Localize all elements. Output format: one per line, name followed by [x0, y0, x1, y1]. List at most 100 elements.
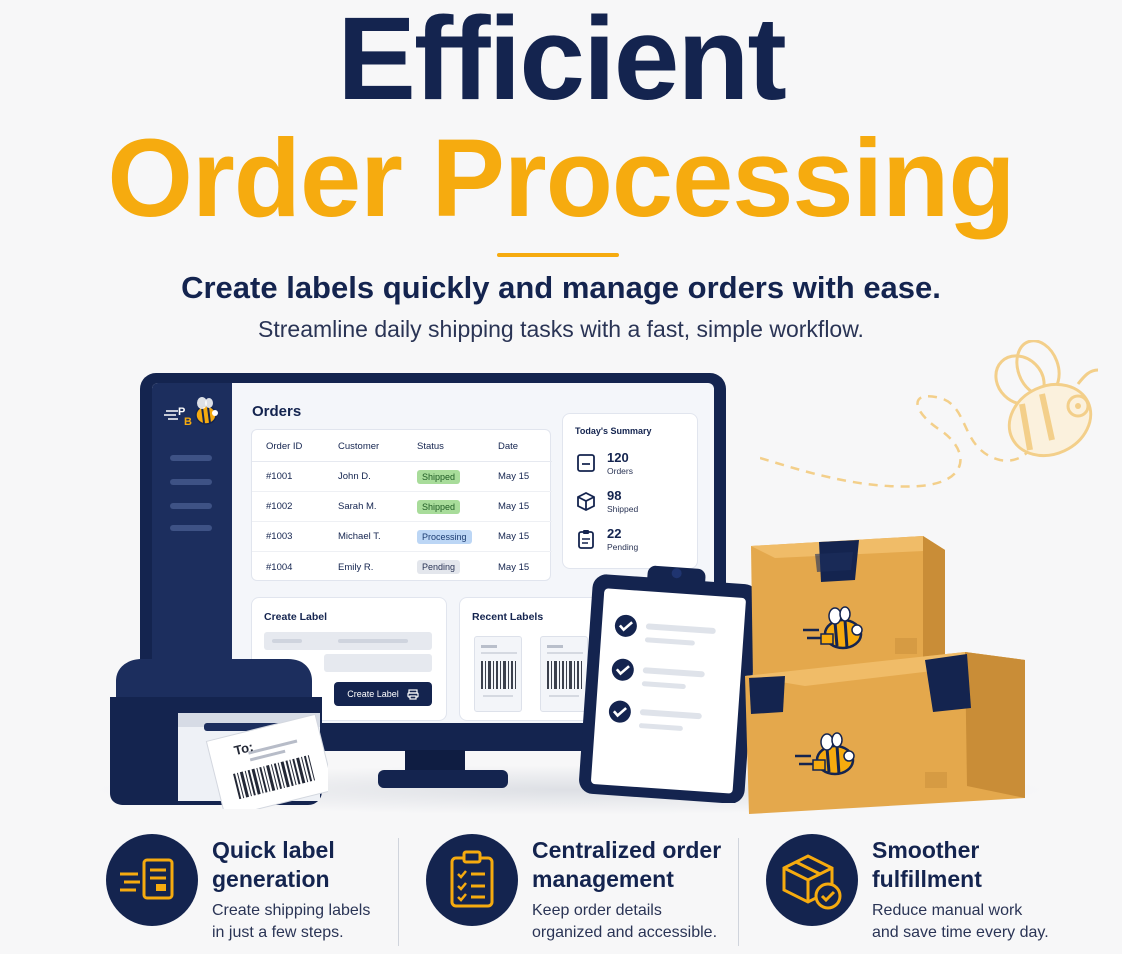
- feature-description: Create shipping labels in just a few ste…: [212, 900, 422, 944]
- box-check-icon: [782, 854, 842, 910]
- feature-title: Smoother fulfillment: [872, 836, 1072, 894]
- order-id: #1003: [266, 531, 293, 542]
- column-header[interactable]: Customer: [338, 441, 380, 452]
- status-badge: Shipped: [417, 469, 461, 484]
- sidebar-item[interactable]: [170, 525, 212, 531]
- hero-title-line2: Order Processing: [107, 117, 1015, 240]
- bee-illustration-icon: [760, 340, 1099, 488]
- barcode-icon: [481, 645, 517, 697]
- feature-desc-line: Reduce manual work: [872, 902, 1023, 919]
- orders-heading: Orders: [252, 403, 302, 420]
- feature-desc-line: in just a few steps.: [212, 924, 344, 941]
- customer-name: Sarah M.: [338, 501, 377, 512]
- summary-value: 120: [607, 450, 629, 465]
- feature-title-line: management: [532, 866, 674, 892]
- todays-summary-card: Today's Summary 120 Orders 98 Shipped: [562, 413, 698, 569]
- order-date: May 15: [498, 471, 530, 482]
- barcode-icon: [547, 645, 583, 697]
- summary-label: Shipped: [607, 504, 639, 514]
- label-printer-icon: [110, 659, 328, 809]
- recent-labels-panel: Recent Labels: [459, 597, 605, 721]
- svg-text:P: P: [178, 406, 185, 418]
- sidebar-item[interactable]: [170, 503, 212, 509]
- feature-title: Quick label generation: [212, 836, 412, 894]
- feature-title-line: Centralized order: [532, 837, 722, 863]
- monitor-base: [378, 770, 508, 788]
- status-badge: Shipped: [417, 499, 461, 514]
- feature-desc-line: and save time every day.: [872, 924, 1049, 941]
- label-icon: [120, 858, 174, 900]
- customer-name: Michael T.: [338, 531, 381, 542]
- order-id: #1004: [266, 561, 293, 573]
- feature-icon-circle: [766, 834, 858, 926]
- orders-table: Order ID Customer Status Date #1001 John…: [251, 429, 552, 582]
- app-main: Orders Order ID Customer Status Date #10…: [232, 383, 714, 723]
- feature-title-line: Smoother: [872, 837, 980, 863]
- recent-labels-title: Recent Labels: [472, 611, 544, 623]
- recent-label-thumbnail[interactable]: [474, 636, 522, 712]
- feature-description: Keep order details organized and accessi…: [532, 900, 742, 944]
- column-header[interactable]: Order ID: [266, 441, 303, 452]
- customer-name: Emily R.: [338, 561, 374, 573]
- table-header: Order ID Customer Status Date: [252, 432, 552, 462]
- feature-desc-line: organized and accessible.: [532, 924, 718, 941]
- feature-title-line: fulfillment: [872, 866, 982, 892]
- feature-desc-line: Create shipping labels: [212, 902, 371, 919]
- feature-quick-label: Quick label generation Create shipping l…: [106, 832, 398, 952]
- feature-description: Reduce manual work and save time every d…: [872, 900, 1082, 944]
- checklist-icon: [450, 850, 494, 908]
- feature-title-line: generation: [212, 866, 330, 892]
- feature-title: Centralized order management: [532, 836, 732, 894]
- inbox-icon: [577, 454, 595, 472]
- column-header[interactable]: Status: [417, 441, 444, 452]
- feature-icon-circle: [106, 834, 198, 926]
- hero-subtitle: Create labels quickly and manage orders …: [181, 270, 941, 305]
- create-label-button[interactable]: Create Label: [334, 682, 432, 706]
- feature-smoother-fulfillment: Smoother fulfillment Reduce manual work …: [766, 832, 1066, 952]
- package-icon: [577, 491, 595, 512]
- sidebar-item[interactable]: [170, 455, 212, 461]
- feature-desc-line: Keep order details: [532, 902, 662, 919]
- order-date: May 15: [498, 531, 530, 542]
- field-placeholder-line: [272, 639, 302, 643]
- field-placeholder-line: [338, 639, 408, 643]
- clipboard-checklist-icon: [579, 565, 759, 803]
- status-badge: Pending: [417, 560, 461, 574]
- create-label-panel: Create Label Create Label: [251, 597, 447, 721]
- hero-title-line1: Efficient: [337, 0, 787, 125]
- summary-value: 98: [607, 488, 622, 503]
- table-row[interactable]: #1001 John D. Shipped May 15: [252, 462, 552, 492]
- form-field[interactable]: [324, 654, 432, 672]
- order-date: May 15: [498, 561, 530, 573]
- summary-title: Today's Summary: [575, 426, 652, 436]
- feature-divider: [738, 838, 739, 946]
- printer-icon: [407, 688, 419, 700]
- customer-name: John D.: [338, 471, 371, 482]
- hero-tagline: Streamline daily shipping tasks with a f…: [258, 316, 864, 342]
- svg-text:B: B: [184, 416, 192, 428]
- recent-label-thumbnail[interactable]: [540, 636, 588, 712]
- table-row[interactable]: #1004 Emily R. Pending May 15: [252, 552, 552, 582]
- feature-centralized-management: Centralized order management Keep order …: [426, 832, 726, 952]
- summary-item: 22 Pending: [575, 526, 695, 560]
- order-date: May 15: [498, 501, 530, 512]
- column-header[interactable]: Date: [498, 441, 519, 452]
- feature-divider: [398, 838, 399, 946]
- feature-icon-circle: [426, 834, 518, 926]
- sidebar-item[interactable]: [170, 479, 212, 485]
- feature-title-line: Quick label: [212, 837, 335, 863]
- title-divider: [497, 253, 619, 257]
- summary-value: 22: [607, 526, 622, 541]
- summary-label: Orders: [607, 466, 633, 476]
- order-id: #1002: [266, 501, 293, 512]
- bee-logo-icon: P B: [164, 397, 218, 428]
- create-label-title: Create Label: [264, 611, 328, 623]
- summary-item: 120 Orders: [575, 450, 695, 484]
- clipboard-icon: [578, 530, 594, 549]
- create-label-button-label: Create Label: [347, 689, 399, 699]
- summary-label: Pending: [607, 542, 639, 552]
- table-row[interactable]: #1003 Michael T. Processing May 15: [252, 522, 552, 552]
- app-logo: P B: [162, 395, 224, 431]
- table-row[interactable]: #1002 Sarah M. Shipped May 15: [252, 492, 552, 522]
- shipping-boxes-icon: [745, 536, 1025, 814]
